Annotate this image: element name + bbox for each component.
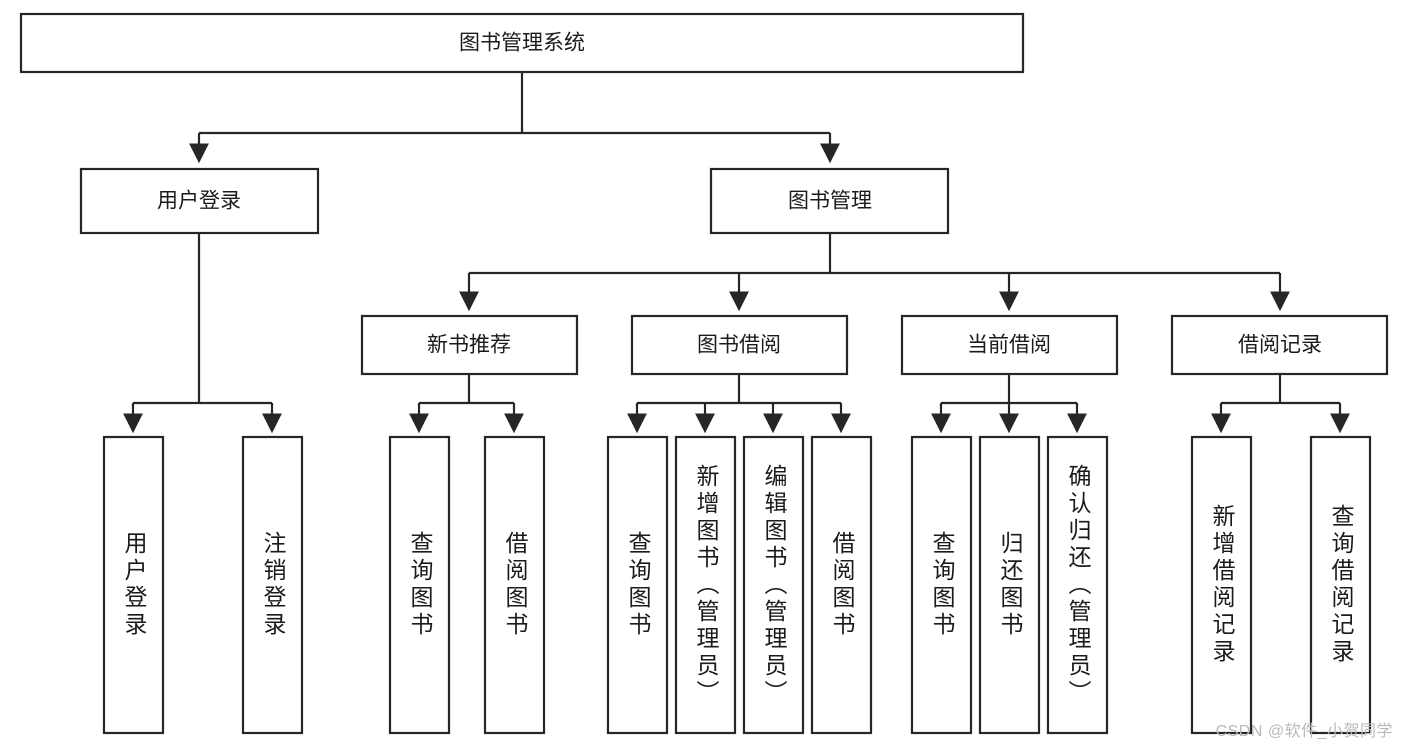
edge-group-current-borrow xyxy=(931,374,1087,434)
edge-group-book-manage xyxy=(459,233,1290,312)
node-user-login-label: 用户登录 xyxy=(157,190,241,213)
node-book-manage-box[interactable] xyxy=(709,167,950,235)
node-root[interactable]: 图书管理系统 xyxy=(19,12,1025,74)
node-user-login-box[interactable] xyxy=(79,167,320,235)
node-book-manage-label: 图书管理 xyxy=(788,190,872,213)
node-new-book-recommend-box[interactable] xyxy=(360,314,579,376)
node-book-borrow-label: 图书借阅 xyxy=(697,334,781,357)
node-borrow-record[interactable]: 借阅记录 xyxy=(1170,314,1389,376)
node-current-borrow-box[interactable] xyxy=(900,314,1119,376)
node-user-login[interactable]: 用户登录 xyxy=(79,167,320,235)
node-root-box[interactable] xyxy=(19,12,1025,74)
node-current-borrow[interactable]: 当前借阅 xyxy=(900,314,1119,376)
csdn-watermark: CSDN @软件_小贺同学 xyxy=(1215,723,1393,740)
node-current-borrow-label: 当前借阅 xyxy=(967,334,1051,357)
edge-group-borrow-record xyxy=(1211,374,1350,434)
edge-group-root xyxy=(189,72,840,164)
node-book-borrow-box[interactable] xyxy=(630,314,849,376)
edge-group-book-borrow xyxy=(627,374,851,434)
edge-group-user-login xyxy=(123,233,282,434)
node-book-borrow[interactable]: 图书借阅 xyxy=(630,314,849,376)
node-book-manage[interactable]: 图书管理 xyxy=(709,167,950,235)
node-new-book-recommend-label: 新书推荐 xyxy=(427,334,511,357)
node-borrow-record-label: 借阅记录 xyxy=(1238,334,1322,357)
edge-group-new-book-recommend xyxy=(409,374,524,434)
node-new-book-recommend[interactable]: 新书推荐 xyxy=(360,314,579,376)
node-root-label: 图书管理系统 xyxy=(459,32,585,55)
node-borrow-record-box[interactable] xyxy=(1170,314,1389,376)
